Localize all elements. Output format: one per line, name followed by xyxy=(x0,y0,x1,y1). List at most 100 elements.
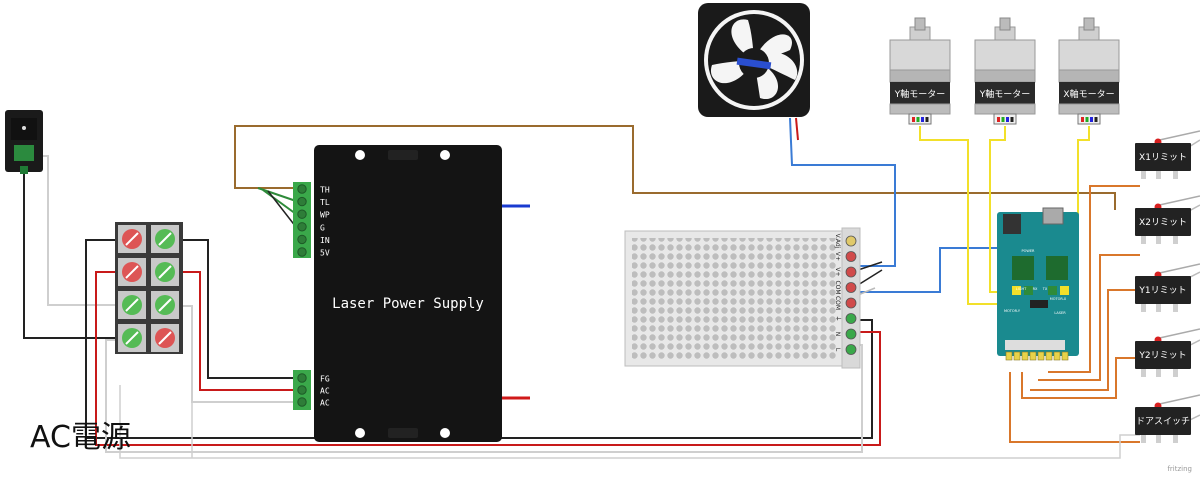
switch-label: X1リミット xyxy=(1139,153,1187,163)
dc-psu-terminal-label: L xyxy=(834,348,841,352)
wire-black-v2 xyxy=(857,269,883,286)
laser-psu-terminal-label: TH xyxy=(320,186,330,195)
terminal-block xyxy=(115,222,183,354)
motor-label: X軸モーター xyxy=(1063,88,1114,100)
laser-psu-terminal-screw[interactable] xyxy=(297,385,307,395)
dc-psu-terminal-screw[interactable] xyxy=(845,344,857,355)
wire-orange-y1 xyxy=(1030,289,1140,391)
switch-label: ドアスイッチ xyxy=(1136,416,1190,427)
board-pin xyxy=(1037,351,1045,361)
dc-psu-terminal-screw[interactable] xyxy=(845,266,857,278)
wire-brown-th xyxy=(234,125,1116,210)
laser-psu-terminal-label: 5V xyxy=(320,249,330,258)
dc-psu-terminal-label: V+ xyxy=(834,267,841,276)
dc-psu-terminal-label: V.Adj xyxy=(834,234,841,249)
dc-psu-terminal-screw[interactable] xyxy=(845,297,857,309)
dc-psu-terminal-screw[interactable] xyxy=(845,313,857,324)
laser-psu-terminal-label: TL xyxy=(320,198,330,207)
wire-orange-y2 xyxy=(1021,357,1140,399)
limit-switch[interactable]: X2リミット xyxy=(1135,195,1200,244)
wire-black-g xyxy=(267,190,297,228)
board-pin xyxy=(1053,351,1061,361)
laser-psu-label: Laser Power Supply xyxy=(332,296,484,312)
laser-power-supply: Laser Power Supply TH TL WP G IN 5V FG AC AC xyxy=(293,145,502,442)
wire-yellow-motor2 xyxy=(989,126,1010,293)
dc-psu-terminal-screw[interactable] xyxy=(845,328,857,340)
dc-psu-terminal-screw[interactable] xyxy=(845,282,857,293)
motor-label: Y軸モーター xyxy=(979,88,1031,100)
limit-switch[interactable]: X1リミット xyxy=(1135,130,1200,179)
wire-orange-door xyxy=(1009,372,1140,443)
laser-psu-terminal-screw[interactable] xyxy=(297,209,307,219)
caption-ac-power: AC電源 xyxy=(30,420,131,455)
laser-psu-terminal-label: AC xyxy=(320,399,330,408)
board-pin xyxy=(1061,351,1069,361)
laser-psu-terminal-screw[interactable] xyxy=(297,397,307,407)
laser-psu-terminal-label: G xyxy=(320,223,325,232)
laser-psu-terminal-screw[interactable] xyxy=(297,247,307,257)
dc-psu-terminal-label: ⏚ xyxy=(834,315,841,321)
board-label: MOTOR-X xyxy=(1050,297,1067,301)
laser-psu-terminal-screw[interactable] xyxy=(297,184,307,194)
laser-psu-terminal-label: AC xyxy=(320,387,330,396)
limit-switch[interactable]: Y1リミット xyxy=(1135,263,1200,312)
wire-blue-fan xyxy=(789,117,896,267)
wire-black-tb-fg xyxy=(168,239,296,379)
wire-blue-dc-board xyxy=(860,247,1012,293)
laser-psu-terminal-label: WP xyxy=(320,211,330,220)
switch-label: X2リミット xyxy=(1139,218,1187,228)
dc-psu-terminal-label: COM xyxy=(834,280,841,294)
wire-green-wp xyxy=(262,189,297,215)
limit-switch[interactable]: ドアスイッチ xyxy=(1135,394,1200,443)
wire-white-switch xyxy=(40,155,130,306)
wire-gray-bottom xyxy=(119,385,1140,459)
wire-red-fan xyxy=(795,117,799,141)
board-label: POWER xyxy=(1022,249,1036,253)
stepper-motor: Y軸モーター xyxy=(889,17,951,125)
motor-label: Y軸モーター xyxy=(894,88,946,100)
power-switch[interactable] xyxy=(5,110,43,174)
dc-psu-terminal-label: N xyxy=(834,332,841,337)
limit-switch[interactable]: Y2リミット xyxy=(1135,328,1200,377)
board-label: LIGHT xyxy=(1016,287,1027,291)
wire-orange-x2 xyxy=(1038,254,1140,381)
dc-psu-terminal-label: V+ xyxy=(834,252,841,261)
board-pin xyxy=(1013,351,1021,361)
board-label: LASER xyxy=(1054,311,1066,315)
wire-yellow-motor1 xyxy=(919,126,1005,305)
board-pin xyxy=(1045,351,1053,361)
switch-label: Y2リミット xyxy=(1138,351,1186,361)
switch-label: Y1リミット xyxy=(1138,286,1186,296)
wire-white-v3 xyxy=(857,287,876,296)
board-label: MOTOR-Y xyxy=(1004,309,1021,313)
watermark: fritzing xyxy=(1167,465,1192,473)
wire-red-long xyxy=(95,271,881,446)
laser-psu-terminal-label: FG xyxy=(320,375,330,384)
wire-black-switch xyxy=(23,160,130,339)
dc-psu-terminal-screw[interactable] xyxy=(845,235,857,247)
wire-white-tb-ac2 xyxy=(168,305,296,403)
board-pin xyxy=(1005,351,1013,361)
board-pin xyxy=(1021,351,1029,361)
stepper-motor: X軸モーター xyxy=(1058,17,1120,125)
laser-psu-terminal-screw[interactable] xyxy=(297,196,307,207)
cooling-fan xyxy=(698,3,810,117)
laser-psu-terminal-screw[interactable] xyxy=(297,222,307,232)
stepper-motors: Y軸モーター Y軸モーター X軸モーター xyxy=(889,17,1120,125)
laser-psu-terminal-screw[interactable] xyxy=(297,373,307,383)
dc-psu-terminal-screw[interactable] xyxy=(845,251,857,262)
board-label: TX xyxy=(1042,287,1048,291)
laser-psu-terminal-screw[interactable] xyxy=(297,234,307,245)
stepper-motor: Y軸モーター xyxy=(974,17,1036,125)
laser-psu-terminal-label: IN xyxy=(320,236,330,245)
wire-black-v1 xyxy=(857,261,883,271)
dc-psu-terminal-label: COM xyxy=(834,296,841,310)
wire-red-tb-ac1 xyxy=(168,271,296,391)
board-pin xyxy=(1029,351,1037,361)
wire-orange-x1 xyxy=(1048,185,1140,373)
wire-white-long xyxy=(105,339,863,453)
